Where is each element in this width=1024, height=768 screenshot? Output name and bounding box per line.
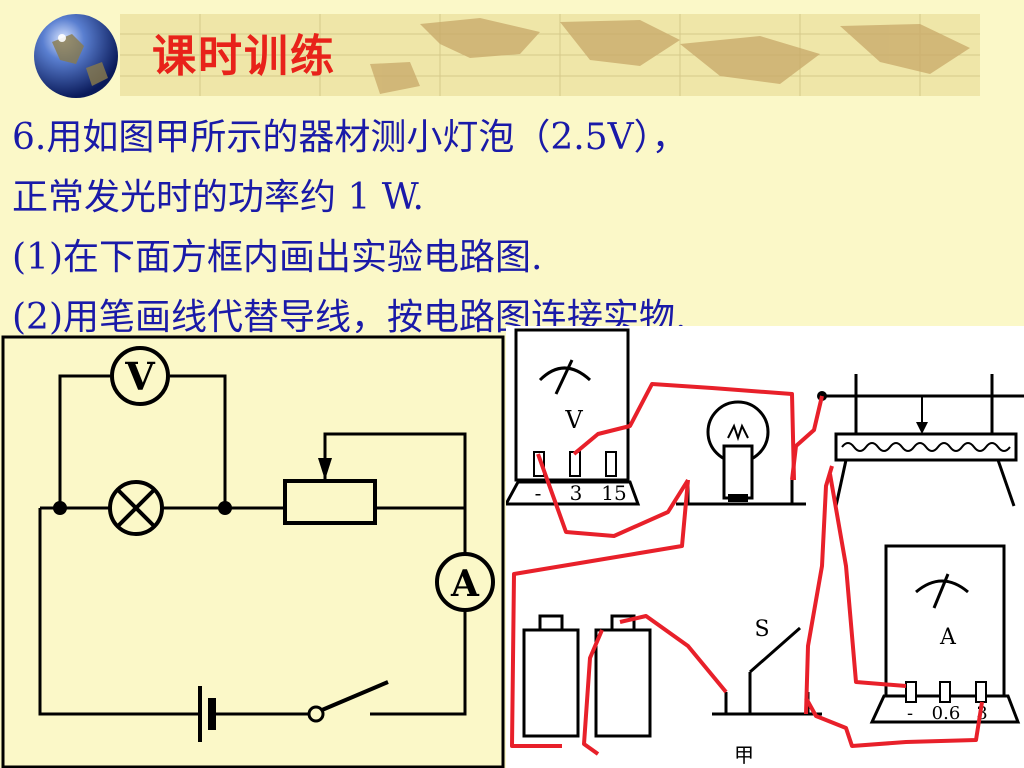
- voltmeter-terminal-15: 15: [601, 481, 626, 505]
- wire-vneg-to-bulb: [536, 453, 690, 538]
- light-bulb-device: [676, 400, 806, 506]
- rheostat-symbol: [283, 479, 377, 525]
- rheostat-slider-arrow: [318, 458, 332, 480]
- ammeter-label: A: [939, 625, 957, 650]
- wire-between-cells: [582, 629, 604, 756]
- ammeter-letter: A: [450, 563, 480, 605]
- question-line-1: 6.用如图甲所示的器材测小灯泡（2.5V），: [12, 117, 688, 158]
- voltmeter-letter: V: [124, 354, 156, 399]
- battery-cell-1: [522, 614, 580, 738]
- voltmeter-terminal-neg: -: [535, 481, 542, 505]
- globe-icon: [34, 14, 118, 98]
- ammeter-terminal-0.6: 0.6: [932, 703, 961, 724]
- schematic-frame: [1, 335, 505, 768]
- wire-bulb-to-rheostat: [790, 395, 824, 481]
- world-map-background: [120, 14, 980, 96]
- wire-switch-to-battery: [619, 614, 728, 694]
- voltmeter-device: V - 3 15: [506, 328, 641, 506]
- title-banner: [120, 14, 980, 96]
- question-line-3: (1)在下面方框内画出实验电路图.: [12, 237, 543, 278]
- circuit-schematic: V A: [1, 335, 505, 768]
- voltmeter-terminal-3: 3: [570, 481, 583, 505]
- question-line-2: 正常发光时的功率约 1 W.: [12, 177, 424, 218]
- switch-label: S: [754, 617, 769, 642]
- slide-title: 课时训练: [152, 31, 336, 82]
- wire-bulb-to-battery: [510, 479, 690, 748]
- switch-pivot: [307, 705, 325, 723]
- wire-rheostat-to-ammeter: [828, 473, 907, 688]
- rheostat-device: [817, 374, 1024, 507]
- wire-voltmeter-right: [170, 374, 227, 508]
- wire-ammeter-return: [804, 697, 984, 748]
- wire-slider: [323, 432, 467, 508]
- battery-cell-2: [594, 614, 652, 738]
- wire-voltmeter-left: [58, 374, 110, 508]
- ammeter-device: A - 0.6 3: [869, 544, 1021, 724]
- voltmeter-symbol: [110, 346, 170, 406]
- ammeter-terminal-neg: -: [907, 703, 913, 724]
- switch-lever: [321, 680, 389, 712]
- wire-v3-to-bulb: [572, 382, 796, 481]
- figure-label: 甲: [734, 743, 754, 767]
- ammeter-symbol: [435, 552, 495, 612]
- red-wires: [510, 382, 984, 756]
- wire-rheostat-to-switch: [804, 465, 834, 715]
- wire-left-bottom: [38, 508, 200, 716]
- switch-device: S: [712, 617, 822, 716]
- apparatus-diagram: V - 3 15 A: [506, 326, 1024, 768]
- wire-bottom-right: [370, 610, 467, 716]
- junction-right: [218, 501, 232, 515]
- junction-left: [53, 501, 67, 515]
- voltmeter-label: V: [564, 406, 583, 434]
